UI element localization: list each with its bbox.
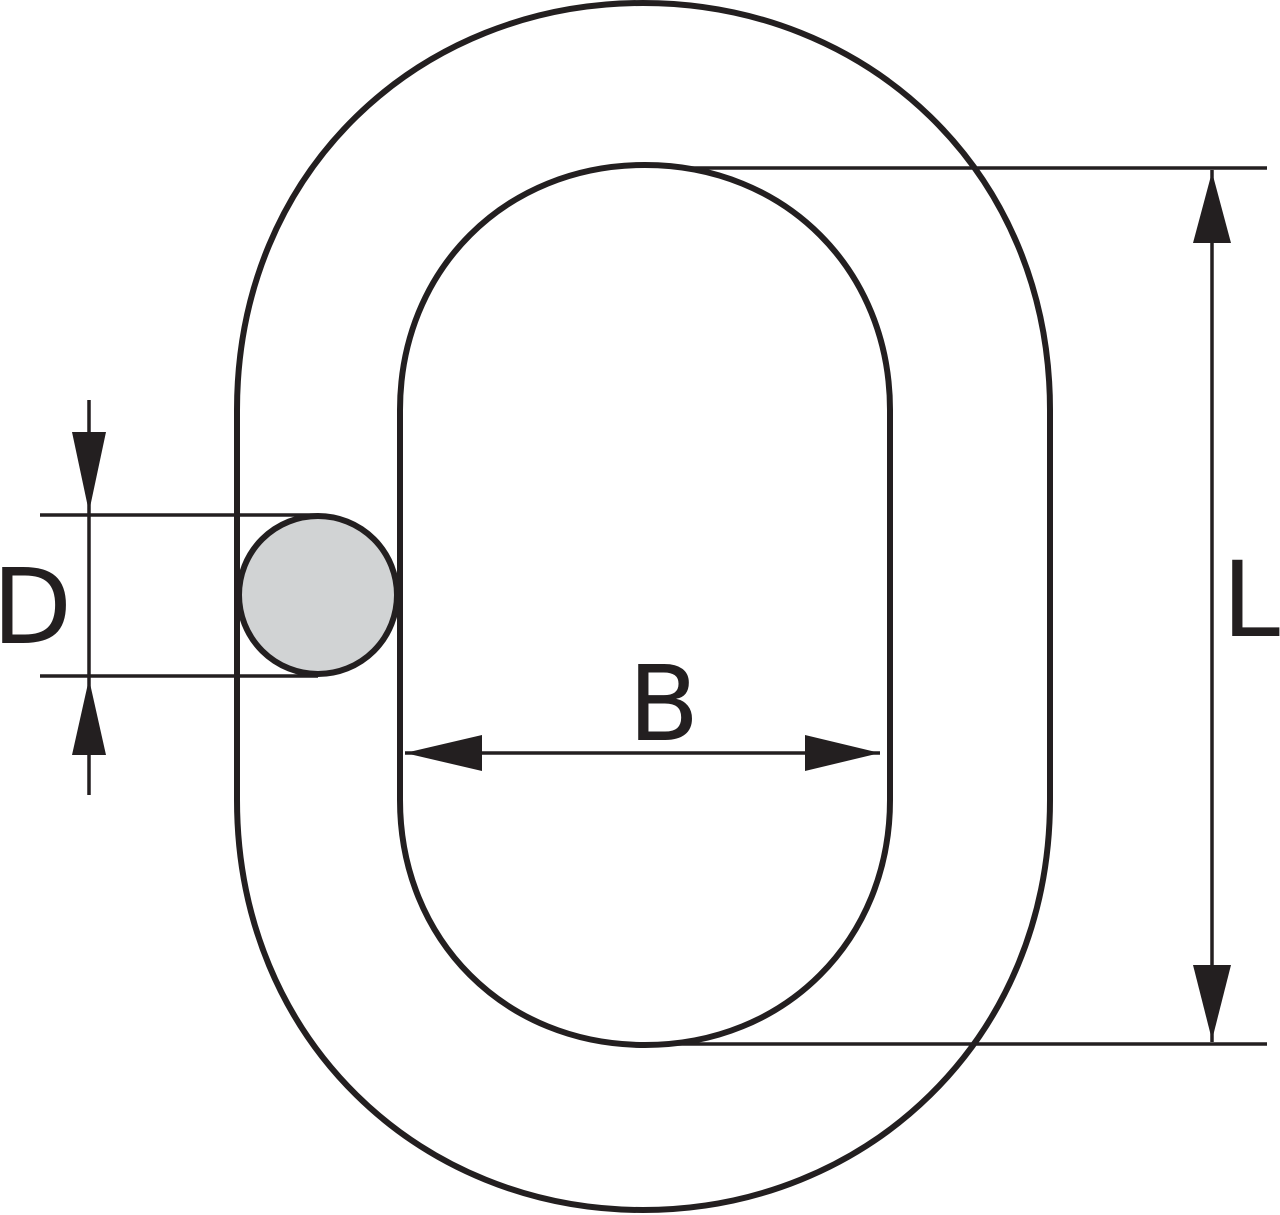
l-label: L bbox=[1222, 539, 1280, 661]
link-inner-outline bbox=[397, 161, 893, 1049]
l-arrow-top bbox=[1193, 172, 1231, 243]
d-label: D bbox=[0, 546, 72, 668]
cross-section-circle bbox=[236, 513, 400, 677]
b-arrow-right bbox=[805, 735, 880, 771]
b-label: B bbox=[628, 643, 699, 765]
d-arrow-bottom bbox=[72, 679, 106, 755]
l-arrow-bottom bbox=[1193, 965, 1231, 1040]
link-outer-outline bbox=[234, 0, 1053, 1214]
b-arrow-left bbox=[405, 735, 482, 771]
d-arrow-top bbox=[72, 432, 106, 512]
